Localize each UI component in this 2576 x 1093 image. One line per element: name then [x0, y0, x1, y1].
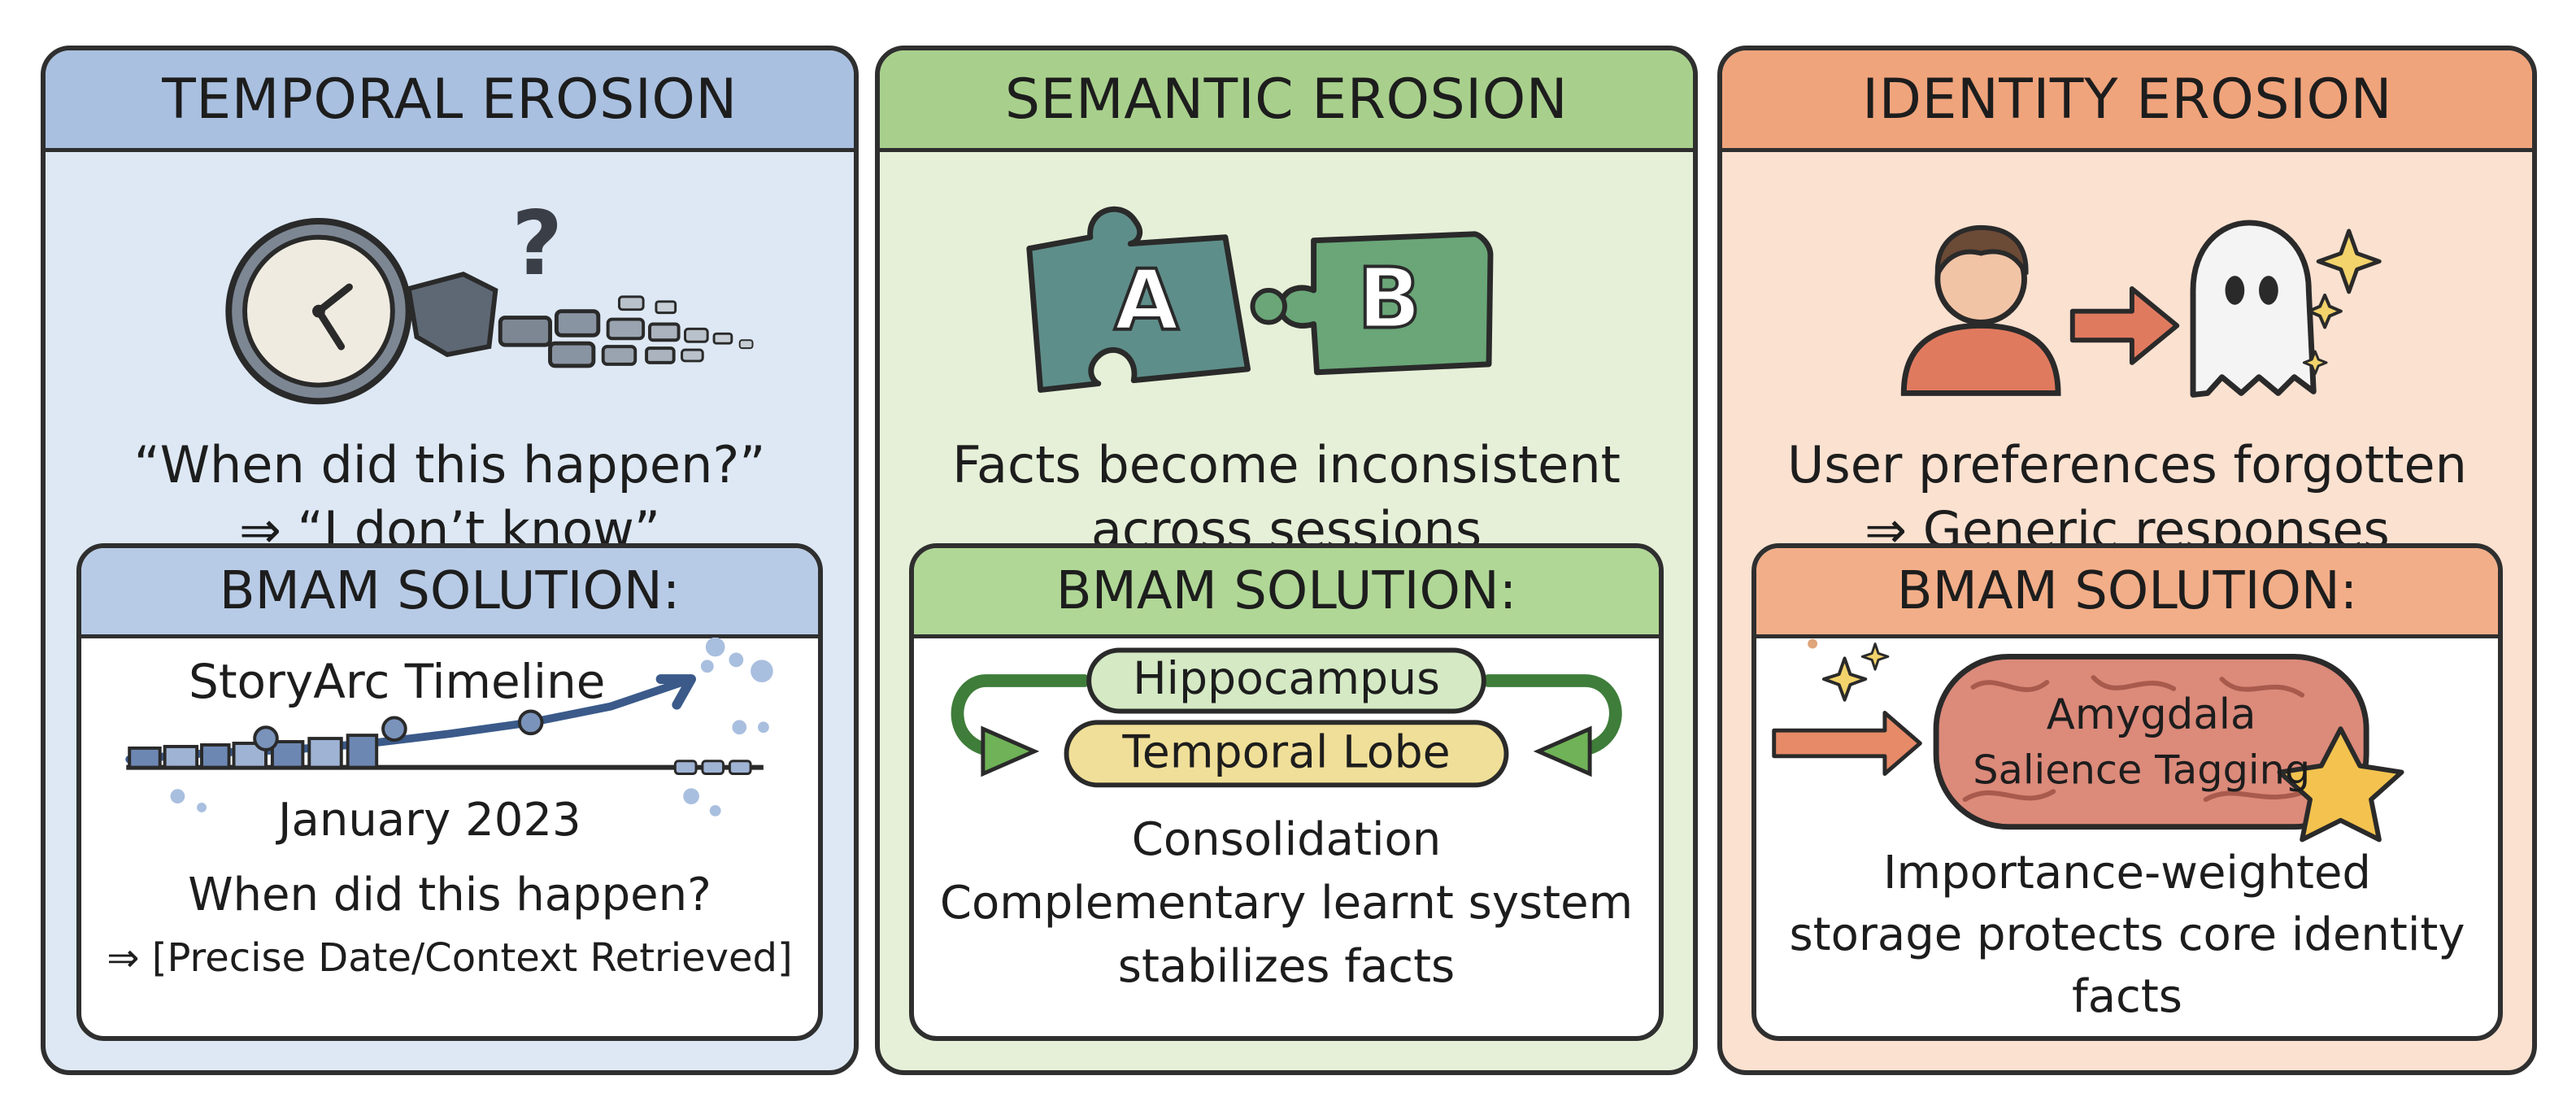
salience-tagging-graphic: Amygdala Salience Tagging	[1772, 638, 2404, 843]
ghost-icon	[2190, 220, 2317, 398]
svg-text:B: B	[1357, 250, 1421, 347]
semantic-illustration: A B	[1026, 206, 1494, 393]
timeline-icon	[125, 638, 773, 816]
hippocampus-node	[1086, 647, 1486, 714]
person-icon	[1900, 224, 2061, 396]
solution-description: Importance-weighted storage protects cor…	[1756, 843, 2498, 1028]
identity-solution-box: BMAM SOLUTION: Amygdala Sal	[1751, 543, 2503, 1041]
identity-erosion-panel: IDENTITY EROSION User preferenc	[1717, 46, 2537, 1075]
panel-title: SEMANTIC EROSION	[880, 50, 1693, 152]
caption-line-1: Facts become inconsistent	[952, 435, 1621, 494]
crumbling-blocks-icon	[406, 272, 754, 368]
semantic-erosion-panel: SEMANTIC EROSION A B Facts become incons…	[875, 46, 1698, 1075]
identity-illustration	[1900, 220, 2382, 398]
puzzle-piece-a-icon: A	[1026, 206, 1251, 393]
hippocampus-label: Hippocampus	[1133, 653, 1440, 705]
arrow-right-icon	[2069, 286, 2180, 365]
date-label: January 2023	[278, 794, 581, 847]
temporal-erosion-panel: TEMPORAL EROSION	[41, 46, 859, 1075]
temporal-lobe-label: Temporal Lobe	[1121, 727, 1450, 779]
caption-line-1: User preferences forgotten	[1787, 435, 2467, 494]
description-line-1: Importance-weighted	[1883, 847, 2371, 899]
input-arrow-icon	[1772, 711, 1922, 776]
panel-title: TEMPORAL EROSION	[46, 50, 854, 152]
svg-text:?: ?	[511, 192, 563, 295]
loop-arrows-icon	[951, 674, 1622, 777]
star-icon	[2277, 726, 2404, 843]
sparkle-icon	[2302, 229, 2382, 376]
salience-tagging-label: Salience Tagging	[1973, 746, 2310, 793]
amygdala-brain-icon	[1933, 653, 2369, 830]
temporal-lobe-node	[1064, 720, 1509, 788]
storyarc-timeline-graphic	[125, 638, 773, 816]
sparkle-small-icon	[1808, 638, 1890, 702]
temporal-illustration: ?	[225, 192, 754, 405]
solution-title: BMAM SOLUTION:	[81, 548, 818, 638]
temporal-solution-box: BMAM SOLUTION: StoryArc Timeline	[76, 543, 823, 1041]
solution-description: Consolidation Complementary learnt syste…	[914, 808, 1659, 999]
solution-answer: ⇒ [Precise Date/Context Retrieved]	[107, 935, 793, 981]
storyarc-timeline-label: StoryArc Timeline	[189, 654, 606, 709]
identity-caption: User preferences forgotten ⇒ Generic res…	[1722, 433, 2532, 563]
amygdala-label: Amygdala	[2047, 690, 2256, 739]
solution-question: When did this happen?	[188, 869, 711, 921]
description-line-2: storage protects core identity	[1789, 908, 2465, 961]
description-line-1: Consolidation	[1131, 813, 1442, 866]
question-mark-icon: ?	[511, 192, 563, 295]
puzzle-piece-b-icon: B	[1250, 231, 1494, 376]
clock-icon	[225, 218, 412, 405]
semantic-solution-box: BMAM SOLUTION: Hippocampus Temporal Lobe…	[909, 543, 1664, 1041]
solution-title: BMAM SOLUTION:	[914, 548, 1659, 638]
caption-line-1: “When did this happen?”	[133, 435, 766, 494]
description-line-3: facts	[2072, 970, 2182, 1023]
svg-text:A: A	[1114, 252, 1179, 349]
description-line-2: Complementary learnt system	[939, 877, 1634, 930]
solution-title: BMAM SOLUTION:	[1756, 548, 2498, 638]
description-line-3: stabilizes facts	[1117, 940, 1456, 993]
consolidation-loop-graphic: Hippocampus Temporal Lobe	[951, 647, 1622, 788]
panel-title: IDENTITY EROSION	[1722, 50, 2532, 152]
